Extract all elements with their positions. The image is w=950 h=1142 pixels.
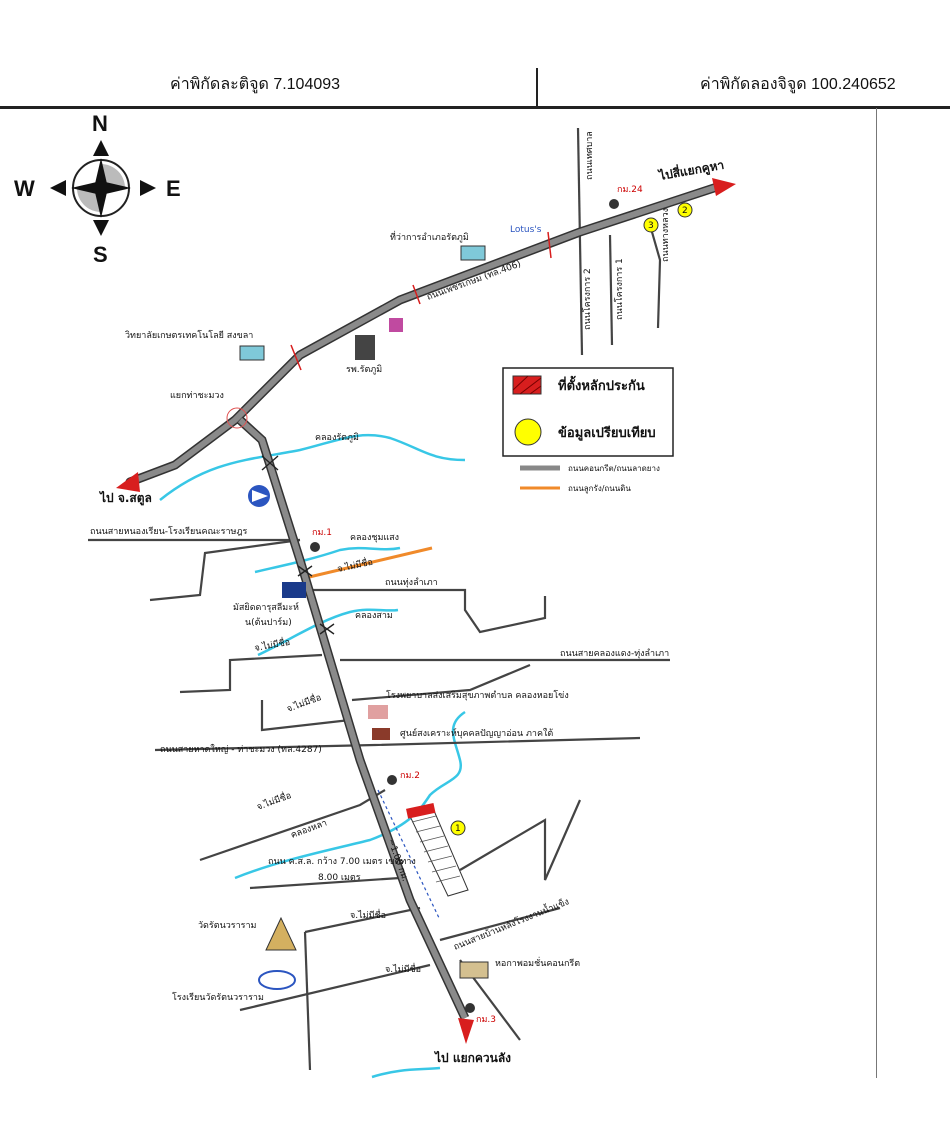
legend-compare-swatch bbox=[514, 418, 542, 446]
lotus-label: Lotus's bbox=[510, 225, 542, 235]
road-khuphang-label: ถนนทุ่งลำเภา bbox=[385, 577, 438, 588]
soi-right2-label: ถนนโครงการ 1 bbox=[614, 258, 625, 320]
soi-label-3: จ.ไม่มีชื่อ bbox=[285, 690, 323, 715]
road-school-label: ถนนสายหนองเรียน-โรงเรียนคณะราษฎร bbox=[90, 526, 248, 537]
soi-label-6: จ.ไม่มีชื่อ bbox=[385, 962, 421, 975]
mosque-label-2: น(ต้นปาร์ม) bbox=[245, 616, 292, 628]
longitude-text: ค่าพิกัดลองจิจูด 100.240652 bbox=[700, 76, 896, 93]
hospital-logo-icon bbox=[389, 318, 403, 332]
comparison-markers[interactable]: 2 3 1 bbox=[450, 202, 693, 836]
compare-2: 2 bbox=[682, 206, 688, 216]
road-banlang-label: ถนนสายบ้านหลังโรงงานน้ำแข็ง bbox=[451, 894, 570, 952]
legend-road-dirt: ถนนลูกรัง/ถนนดิน bbox=[568, 484, 631, 494]
canal-samsae-label: คลองชุมแสง bbox=[350, 533, 399, 543]
compass-s: S bbox=[93, 242, 108, 267]
temple-school-label: โรงเรียนวัดรัตนวราราม bbox=[172, 992, 264, 1003]
soi-top-label: ถนนเทศบาล bbox=[585, 131, 595, 180]
district-office-label: ที่ว่าการอำเภอรัตภูมิ bbox=[390, 230, 469, 243]
soi-right3-label: ถนนทางหลวง bbox=[661, 208, 671, 262]
to-satun-label: ไป จ.สตูล bbox=[98, 490, 152, 506]
district-office-icon bbox=[460, 245, 486, 261]
bridge-icons bbox=[261, 455, 335, 635]
compare-1: 1 bbox=[455, 824, 461, 834]
km24-label: กม.24 bbox=[617, 185, 643, 195]
km1-label: กม.1 bbox=[312, 528, 332, 538]
road-klongdaeng-label: ถนนสายคลองแดง-ทุ่งลำเภา bbox=[560, 648, 669, 659]
legend-marker-label: ที่ตั้งหลักประกัน bbox=[558, 375, 645, 394]
map-border-line bbox=[876, 108, 877, 1078]
health-center-icon bbox=[368, 705, 388, 719]
mosque-label: มัสยิดดารุสลีมะห์ bbox=[233, 601, 299, 613]
dorm-icon bbox=[459, 961, 489, 979]
road-width-label-2: 8.00 เมตร bbox=[318, 873, 361, 883]
health-center-label: โรงพยาบาลส่งเสริมสุขภาพตำบล คลองหอยโข่ง bbox=[386, 690, 569, 701]
compare-3: 3 bbox=[648, 221, 654, 231]
km3-icon bbox=[465, 1003, 475, 1013]
km24-icon bbox=[609, 199, 619, 209]
compass-rose: N S E W bbox=[14, 111, 181, 267]
welfare-center-icon bbox=[372, 728, 390, 740]
legend-marker-swatch bbox=[512, 375, 542, 395]
college-icon bbox=[239, 345, 265, 361]
legend-road-concrete: ถนนคอนกรีต/ถนนลาดยาง bbox=[568, 464, 660, 473]
temple-school-icon bbox=[258, 970, 296, 990]
minor-roads bbox=[88, 127, 670, 1071]
canal-rattaphum-label: คลองรัตภูมิ bbox=[315, 432, 359, 443]
hospital-icon bbox=[355, 335, 375, 360]
temple-icon bbox=[265, 916, 297, 951]
soi-label-2: จ.ไม่มีชื่อ bbox=[253, 635, 291, 654]
canal-sam-label: คลองสาม bbox=[355, 611, 393, 621]
compass-w: W bbox=[14, 176, 35, 201]
collateral-property[interactable]: ~1.00 กม. bbox=[377, 789, 469, 921]
compass-e: E bbox=[166, 176, 181, 201]
landmark-icons bbox=[239, 199, 619, 1013]
km1-icon bbox=[310, 542, 320, 552]
highway-ticks bbox=[290, 231, 552, 371]
latitude-text: ค่าพิกัดละติจูด 7.104093 bbox=[170, 76, 341, 93]
soi-label-1: จ.ไม่มีชื่อ bbox=[336, 555, 374, 575]
compass-n: N bbox=[92, 111, 108, 136]
km2-label: กม.2 bbox=[400, 771, 420, 781]
map-legend: ที่ตั้งหลักประกัน ข้อมูลเปรียบเทียบ ถนนค… bbox=[502, 367, 674, 494]
temple-label: วัดรัตนวราราม bbox=[198, 921, 257, 931]
junction-label: แยกท่าชะมวง bbox=[170, 391, 224, 401]
coordinate-header: ค่าพิกัดละติจูด 7.104093 ค่าพิกัดลองจิจู… bbox=[0, 60, 950, 109]
hospital-label: รพ.รัตภูมิ bbox=[346, 364, 382, 375]
soi-label-5: จ.ไม่มีชื่อ bbox=[350, 908, 386, 921]
canals bbox=[159, 433, 466, 1079]
welfare-label: ศูนย์สงเคราะห์บุคคลปัญญาอ่อน ภาคใต้ bbox=[400, 727, 553, 739]
soi-label-4: จ.ไม่มีชื่อ bbox=[255, 788, 293, 813]
direction-arrows bbox=[116, 178, 736, 1044]
main-highways bbox=[125, 181, 725, 1020]
mosque-icon bbox=[282, 582, 306, 598]
km2-icon bbox=[387, 775, 397, 785]
header-divider bbox=[536, 68, 538, 108]
soi-right1-label: ถนนโครงการ 2 bbox=[582, 268, 593, 330]
road-width-label: ถนน ค.ส.ล. กว้าง 7.00 เมตร เขตทาง bbox=[268, 856, 416, 867]
road-4287-label: ถนนสายหาดใหญ่ - ท่าชะมวง (ทล.4287) bbox=[160, 744, 322, 755]
dorm-label: หอกาพอมชั่นคอนกรีต bbox=[495, 956, 580, 969]
legend-compare-label: ข้อมูลเปรียบเทียบ bbox=[558, 425, 656, 441]
map-labels: ไปสี่แยกคูหา ไป จ.สตูล ไป แยกควนลัง ที่ว… bbox=[90, 131, 725, 1065]
to-khuanlang-label: ไป แยกควนลัง bbox=[433, 1050, 511, 1065]
dirt-road bbox=[304, 546, 433, 580]
college-label: วิทยาลัยเกษตรเทคโนโลยี สงขลา bbox=[125, 330, 253, 341]
km3-label: กม.3 bbox=[476, 1015, 496, 1025]
